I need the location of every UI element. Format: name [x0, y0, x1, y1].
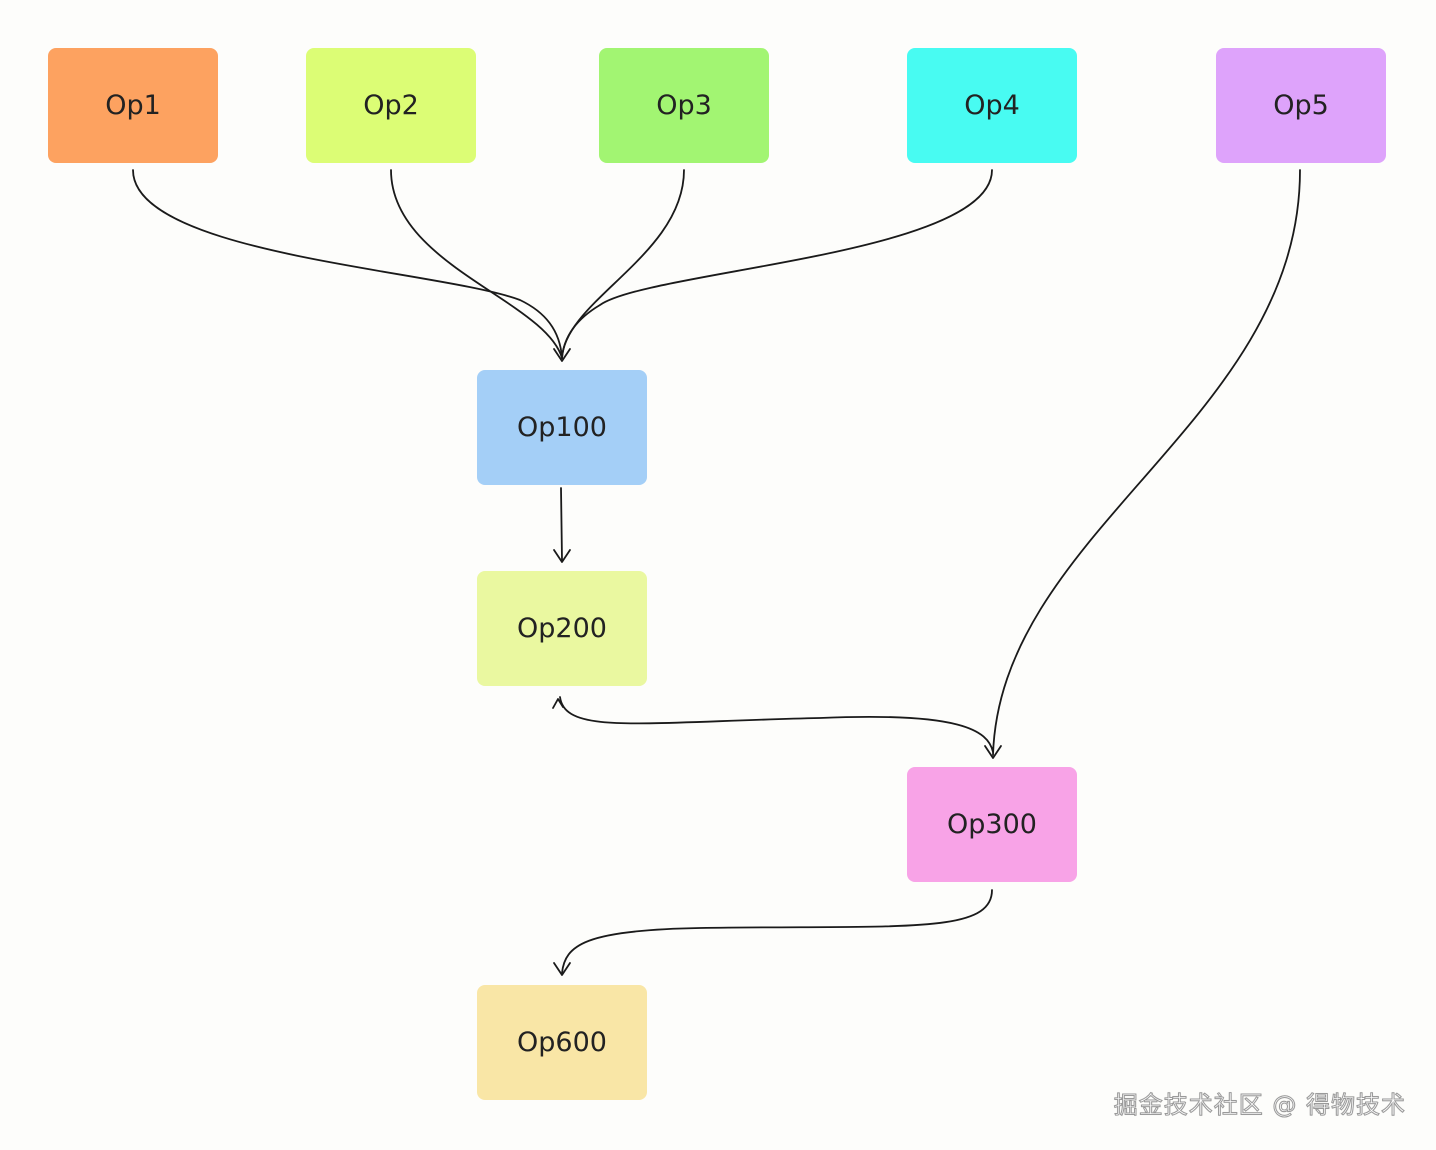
edge-op1-to-op100 [132, 169, 563, 359]
node-op4-label: Op4 [964, 90, 1020, 121]
node-op300-label: Op300 [947, 809, 1037, 840]
arrowhead-into-op100 [553, 348, 571, 362]
edge-op4-to-op100 [561, 169, 993, 359]
edge-op3-to-op100 [561, 169, 685, 359]
node-op100-label: Op100 [517, 412, 607, 443]
node-op200-label: Op200 [517, 613, 607, 644]
node-op600-label: Op600 [517, 1027, 607, 1058]
node-op600[interactable]: Op600 [477, 985, 647, 1100]
node-op100[interactable]: Op100 [477, 370, 647, 485]
edge-op200-to-op300 [559, 696, 994, 753]
edge-op300-to-op600 [561, 889, 993, 974]
edge-tail-hook-op200 [552, 698, 564, 709]
node-op5-label: Op5 [1273, 90, 1329, 121]
node-op3[interactable]: Op3 [599, 48, 769, 163]
node-op1-label: Op1 [105, 90, 161, 121]
edge-op100-to-op200 [560, 487, 563, 561]
node-op4[interactable]: Op4 [907, 48, 1077, 163]
node-op300[interactable]: Op300 [907, 767, 1077, 882]
arrowhead-into-op600 [553, 962, 571, 976]
edge-op5-to-op300 [992, 169, 1301, 756]
node-op1[interactable]: Op1 [48, 48, 218, 163]
edge-op2-to-op100 [390, 169, 563, 359]
arrowhead-into-op200 [553, 549, 571, 563]
watermark: 掘金技术社区 @ 得物技术 [1113, 1091, 1406, 1120]
node-op2-label: Op2 [363, 90, 419, 121]
node-op5[interactable]: Op5 [1216, 48, 1386, 163]
node-op3-label: Op3 [656, 90, 712, 121]
arrowhead-into-op300 [984, 745, 1002, 759]
node-op2[interactable]: Op2 [306, 48, 476, 163]
node-op200[interactable]: Op200 [477, 571, 647, 686]
